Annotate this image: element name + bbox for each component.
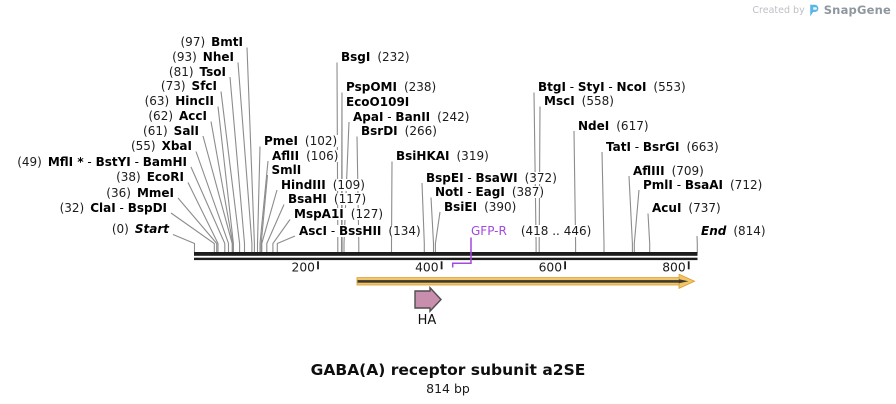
site-label-asci-bsshii[interactable]: AscI - BssHII(134) — [298, 223, 422, 238]
site-connector-afliii — [628, 175, 633, 253]
site-connector-sfci — [220, 91, 241, 253]
site-connector-noti-eagi — [430, 197, 435, 253]
site-label-mspa1i[interactable]: MspA1I(127) — [293, 207, 385, 221]
site-connector-pmli-bsaai — [633, 189, 640, 253]
site-connector-asci-bsshii — [276, 235, 296, 253]
site-connector-ndei — [573, 130, 577, 253]
site-label-bsahi[interactable]: BsaHI(117) — [287, 192, 368, 206]
cds-arrow-head-core — [679, 279, 689, 284]
site-connector-msci — [538, 106, 541, 253]
site-connector-sali — [202, 135, 233, 253]
ruler-tick-600 — [564, 261, 566, 270]
site-connector-apai-banii — [343, 121, 350, 253]
ruler-tick-200 — [317, 261, 319, 270]
site-connector-bsahi — [266, 204, 285, 253]
site-connector-start — [172, 233, 196, 253]
site-connector-bsiei — [434, 211, 441, 253]
site-connector-acui — [647, 213, 651, 253]
site-label-nhei[interactable]: (93)NheI — [171, 50, 235, 64]
site-connector-bsgi — [336, 62, 339, 253]
sequence-length: 814 bp — [426, 381, 470, 396]
ruler-tick-400 — [440, 261, 443, 270]
site-connector-hindiii — [261, 189, 278, 253]
site-connector-acci — [210, 121, 234, 253]
site-connector-bmti — [246, 47, 255, 253]
site-label-tati-bsrgi[interactable]: TatI - BsrGI(663) — [605, 139, 720, 154]
site-label-bsihkai[interactable]: BsiHKAI(319) — [395, 149, 490, 163]
ruler-number-800: 800 — [662, 261, 685, 275]
site-label-btgi-styi-ncoi[interactable]: BtgI - StyI - NcoI(553) — [537, 80, 687, 94]
site-connector-mfli-bstyi-bamhi — [190, 166, 226, 253]
created-by-text: Created by — [752, 4, 805, 16]
site-connector-bsrdi — [356, 136, 360, 253]
site-label-acci[interactable]: (62)AccI — [147, 109, 208, 123]
site-label-pmei[interactable]: PmeI(102) — [263, 134, 339, 148]
axis-bar-bottom — [194, 257, 698, 261]
axis-bar-top — [194, 252, 698, 256]
site-label-sali[interactable]: (61)SalI — [142, 123, 200, 138]
site-label-sfci[interactable]: (73)SfcI — [159, 79, 218, 93]
site-label-noti-eagi[interactable]: NotI - EagI(387) — [434, 185, 546, 199]
site-connector-bspei-bsawi — [421, 182, 425, 253]
site-connector-bsihkai — [390, 161, 393, 253]
site-label-ecoo109i[interactable]: EcoO109I — [345, 95, 411, 109]
site-connector-mmei — [177, 197, 218, 253]
site-label-bsiei[interactable]: BsiEI(390) — [443, 199, 518, 214]
site-label-pspomi[interactable]: PspOMI(238) — [345, 80, 438, 94]
site-label-hindiii[interactable]: HindIII(109) — [280, 177, 366, 192]
site-label-smli[interactable]: SmlI — [270, 162, 303, 177]
site-connector-aflii — [259, 160, 269, 253]
site-label-ecori[interactable]: (38)EcoRI — [115, 170, 185, 184]
site-connector-btgi-styi-ncoi — [533, 92, 537, 253]
ruler-number-200: 200 — [292, 261, 315, 275]
site-connector-clai-bspdi — [170, 212, 215, 253]
site-label-clai-bspdi[interactable]: (32)ClaI - BspDI — [58, 200, 168, 215]
site-label-mmei[interactable]: (36)MmeI — [105, 185, 175, 200]
site-label-ndei[interactable]: NdeI(617) — [577, 118, 650, 133]
site-label-msci[interactable]: MscI(558) — [543, 94, 615, 108]
site-label-apai-banii[interactable]: ApaI - BanII(242) — [352, 109, 471, 124]
site-label-aflii[interactable]: AflII(106) — [271, 148, 340, 163]
primer-label-gfp-r[interactable]: GFP-R(418 .. 446) — [470, 223, 593, 238]
cds-arrow-core — [357, 280, 679, 283]
site-label-bsrdi[interactable]: BsrDI(266) — [360, 124, 438, 138]
sequence-title: GABA(A) receptor subunit a2SE — [310, 361, 586, 379]
site-connector-hincii — [217, 106, 234, 253]
site-label-acui[interactable]: AcuI(737) — [651, 201, 722, 215]
site-label-bsgi[interactable]: BsgI(232) — [340, 50, 411, 64]
brand-text: SnapGene — [823, 3, 891, 17]
site-label-start[interactable]: (0)Start — [110, 222, 170, 236]
site-connector-tsoi — [229, 76, 246, 253]
site-label-bspei-bsawi[interactable]: BspEI - BsaWI(372) — [425, 170, 558, 185]
site-label-pmli-bsaai[interactable]: PmlI - BsaAI(712) — [642, 177, 764, 192]
site-label-end[interactable]: End(814) — [700, 223, 767, 238]
site-label-hincii[interactable]: (63)HincII — [143, 94, 215, 108]
site-connector-ecori — [187, 182, 219, 253]
site-connector-mspa1i — [272, 219, 291, 253]
map-footer: GABA(A) receptor subunit a2SE 814 bp — [0, 362, 896, 396]
ruler-tick-800 — [687, 261, 690, 270]
site-label-tsoi[interactable]: (81)TsoI — [167, 64, 227, 79]
site-connector-nhei — [237, 62, 253, 253]
ha-arrow[interactable] — [414, 285, 442, 313]
ha-feature-label[interactable]: HA — [417, 313, 437, 328]
site-connector-tati-bsrgi — [601, 151, 605, 253]
site-connector-pmei — [256, 146, 261, 253]
site-label-mfli-bstyi-bamhi[interactable]: (49)MflI * - BstYI - BamHI — [16, 154, 188, 169]
branding: Created by SnapGene — [752, 3, 891, 17]
site-label-afliii[interactable]: AflIII(709) — [632, 163, 705, 178]
site-label-bmti[interactable]: (97)BmtI — [179, 35, 244, 49]
ruler-number-600: 600 — [539, 261, 562, 275]
site-connector-smli — [260, 174, 269, 253]
primer-bracket[interactable] — [451, 237, 472, 268]
ruler-number-400: 400 — [415, 261, 438, 275]
site-connector-xbai — [195, 151, 230, 253]
snapgene-icon — [809, 4, 820, 17]
site-label-xbai[interactable]: (55)XbaI — [129, 139, 193, 153]
